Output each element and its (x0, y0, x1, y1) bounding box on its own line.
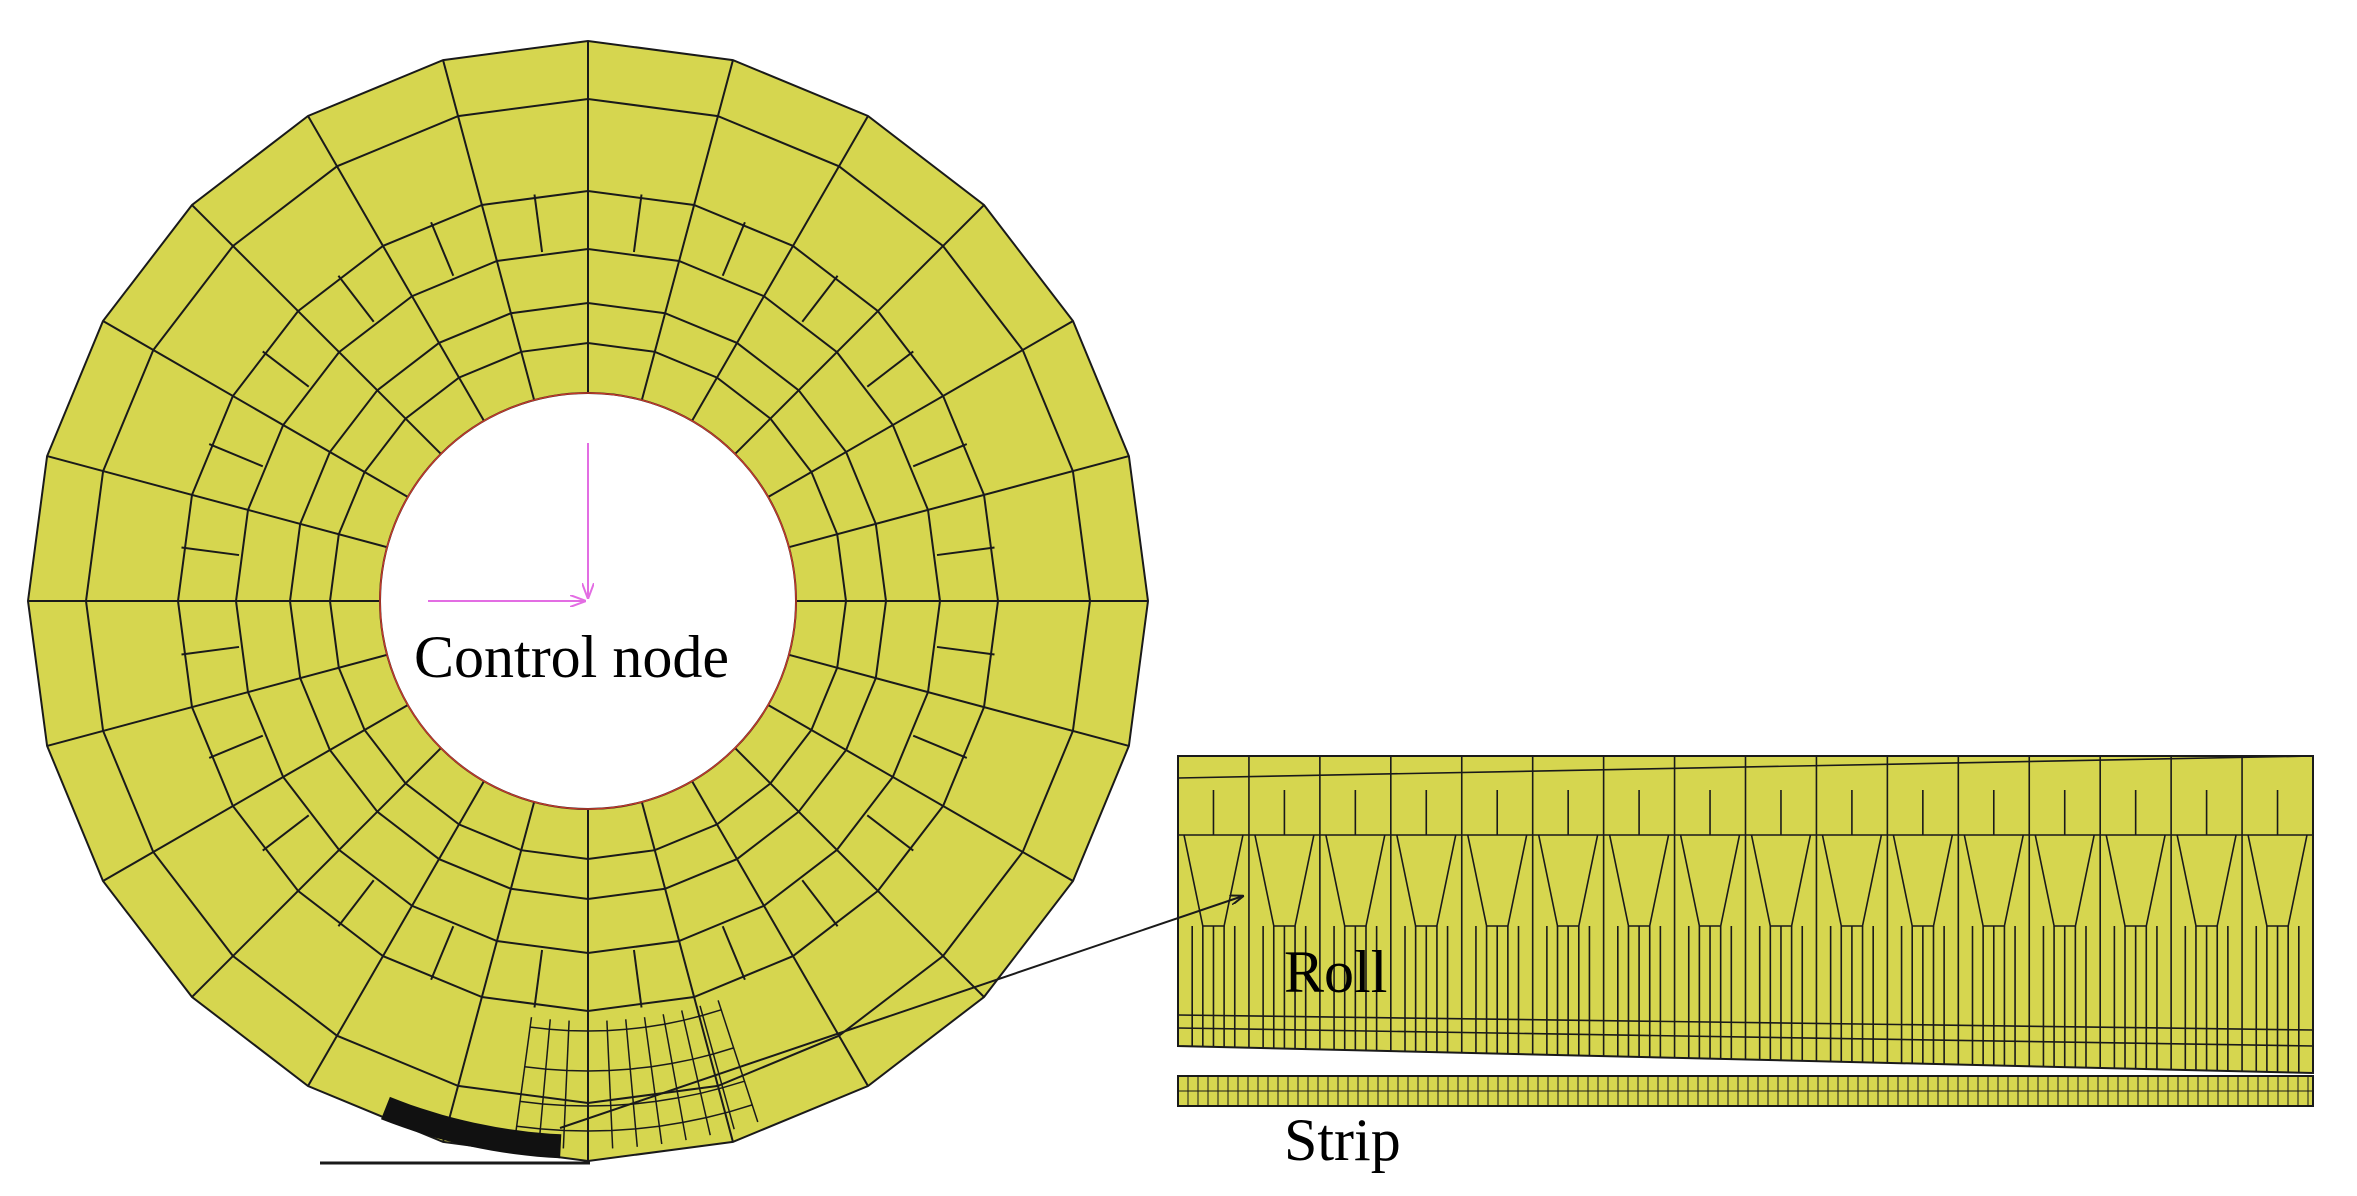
roll-mesh-spoke (181, 645, 240, 656)
roll-mesh-spoke (430, 925, 455, 981)
roll-inner-edge (379, 392, 797, 810)
roll-mesh-spoke (208, 734, 264, 759)
roll-mesh-ring (234, 247, 942, 955)
roll-mesh-spoke (632, 949, 643, 1008)
refine-line (606, 1020, 614, 1149)
roll-mesh-ring (328, 341, 848, 861)
refine-arc (524, 1047, 734, 1072)
refine-arc (516, 1104, 753, 1132)
roll-mesh-spoke (262, 814, 310, 852)
strip-label: Strip (1284, 1107, 1401, 1173)
refine-line (643, 1017, 663, 1145)
zoom-roll-mesh-lines (1177, 755, 2314, 1073)
roll-mesh-spoke (721, 925, 746, 981)
roll-mesh-spoke (208, 443, 264, 468)
roll-mesh-spoke (632, 194, 643, 253)
roll-mesh-spoke (337, 879, 375, 927)
roll-mesh-spoke (866, 350, 914, 388)
roll-mesh-ring (288, 301, 888, 901)
roll-mesh-spoke (181, 546, 240, 557)
refine-line (717, 1000, 759, 1123)
roll-mesh-spoke (262, 350, 310, 388)
refine-arc (530, 1009, 722, 1032)
roll-mesh-spoke (801, 879, 839, 927)
roll-mesh-spoke (533, 194, 544, 253)
refine-line (699, 1005, 735, 1130)
roll-mesh-ring (176, 189, 1000, 1013)
roll-mesh-ring (84, 97, 1092, 1105)
roll-label: Roll (1284, 939, 1387, 1005)
zoom-strip-mesh-lines (1178, 1076, 2313, 1106)
roll-mesh-spoke (801, 275, 839, 323)
roll-mesh-spoke (936, 546, 995, 557)
refine-line (662, 1014, 687, 1141)
refine-line (513, 1017, 533, 1145)
roll-mesh-spoke (936, 645, 995, 656)
roll-contact-dense-band (381, 1096, 562, 1159)
roll-mesh-spoke (430, 221, 455, 277)
refine-line (537, 1019, 551, 1147)
control-node-label: Control node (414, 624, 729, 690)
refine-line (680, 1010, 711, 1136)
roll-mesh-spoke (533, 949, 544, 1008)
roll-mesh-spoke (912, 734, 968, 759)
roll-wheel-mesh (26, 39, 1150, 1165)
roll-mesh-spoke (866, 814, 914, 852)
roll-mesh-lines (28, 41, 1148, 1161)
roll-mesh-spoke (337, 275, 375, 323)
roll-mesh-spoke (912, 443, 968, 468)
roll-mesh-spoke (721, 221, 746, 277)
control-node-axes (428, 443, 588, 601)
zoom-detail (1177, 755, 2314, 1107)
zoom-callout-arrow (559, 896, 1243, 1129)
refine-line (625, 1019, 639, 1147)
